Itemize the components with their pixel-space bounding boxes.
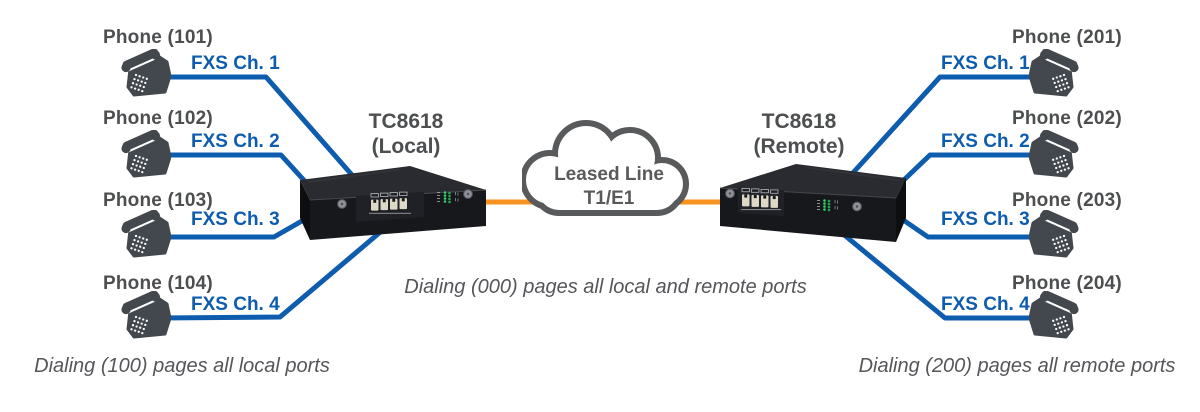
phone-104-icon bbox=[119, 291, 171, 339]
phone-204-icon bbox=[1029, 291, 1081, 339]
fxs-ch3-left-label: FXS Ch. 3 bbox=[191, 209, 280, 230]
front-panel-remote bbox=[738, 187, 784, 216]
panel-screws-remote bbox=[725, 188, 862, 212]
fxs-ch4-right-label: FXS Ch. 4 bbox=[941, 294, 1030, 315]
status-leds-remote bbox=[817, 199, 838, 212]
phone-101-label: Phone (101) bbox=[103, 27, 213, 48]
tc8618-local-image bbox=[296, 162, 492, 248]
fxs-ch1-left-label: FXS Ch. 1 bbox=[191, 53, 280, 74]
phone-102-label: Phone (102) bbox=[103, 108, 213, 129]
phone-104-label: Phone (104) bbox=[103, 273, 213, 294]
cloud-shape bbox=[522, 120, 689, 216]
phone-203-icon bbox=[1029, 210, 1081, 258]
phone-203-label: Phone (203) bbox=[1012, 190, 1122, 211]
phone-201-icon bbox=[1029, 49, 1081, 97]
remote-device-role: (Remote) bbox=[753, 135, 845, 158]
fxs-ports-remote bbox=[742, 194, 778, 208]
local-paging-caption: Dialing (100) pages all local ports bbox=[34, 355, 330, 377]
fxs-ch1-right-label: FXS Ch. 1 bbox=[941, 53, 1030, 74]
fxs-ch3-right-label: FXS Ch. 3 bbox=[941, 209, 1030, 230]
phone-204-label: Phone (204) bbox=[1012, 273, 1122, 294]
phone-103-icon bbox=[119, 210, 171, 258]
local-device-model: TC8618 bbox=[368, 110, 444, 133]
fxs-ch4-left-label: FXS Ch. 4 bbox=[191, 294, 280, 315]
fxs-line-left-4 bbox=[157, 221, 393, 321]
phone-202-label: Phone (202) bbox=[1012, 108, 1122, 129]
fxs-ch2-right-label: FXS Ch. 2 bbox=[941, 131, 1030, 152]
cloud-label-line1: Leased Line bbox=[554, 164, 664, 185]
local-device-label: TC8618 (Local) bbox=[336, 109, 476, 159]
fxs-ports-local bbox=[371, 198, 407, 211]
phone-101-icon bbox=[119, 49, 171, 97]
phone-201-label: Phone (201) bbox=[1012, 27, 1122, 48]
local-device-role: (Local) bbox=[371, 135, 441, 158]
cloud-label-line2: T1/E1 bbox=[584, 188, 635, 209]
tc8618-remote-image bbox=[710, 160, 910, 252]
fxs-line-right-1 bbox=[849, 74, 1042, 177]
phone-202-icon bbox=[1029, 130, 1081, 178]
fxs-line-right-4 bbox=[835, 227, 1042, 321]
phone-102-icon bbox=[119, 130, 171, 178]
leased-line-cloud: Leased Line T1/E1 bbox=[522, 120, 694, 224]
remote-device-label: TC8618 (Remote) bbox=[724, 109, 874, 159]
global-paging-caption: Dialing (000) pages all local and remote… bbox=[404, 276, 807, 298]
fxs-line-left-1 bbox=[158, 74, 354, 177]
remote-paging-caption: Dialing (200) pages all remote ports bbox=[858, 355, 1176, 377]
remote-device-model: TC8618 bbox=[761, 110, 837, 133]
front-panel-local bbox=[356, 191, 424, 222]
phone-103-label: Phone (103) bbox=[103, 190, 213, 211]
panel-screws-local bbox=[337, 189, 473, 209]
status-leds-local bbox=[437, 191, 459, 204]
fxs-ch2-left-label: FXS Ch. 2 bbox=[191, 131, 280, 152]
